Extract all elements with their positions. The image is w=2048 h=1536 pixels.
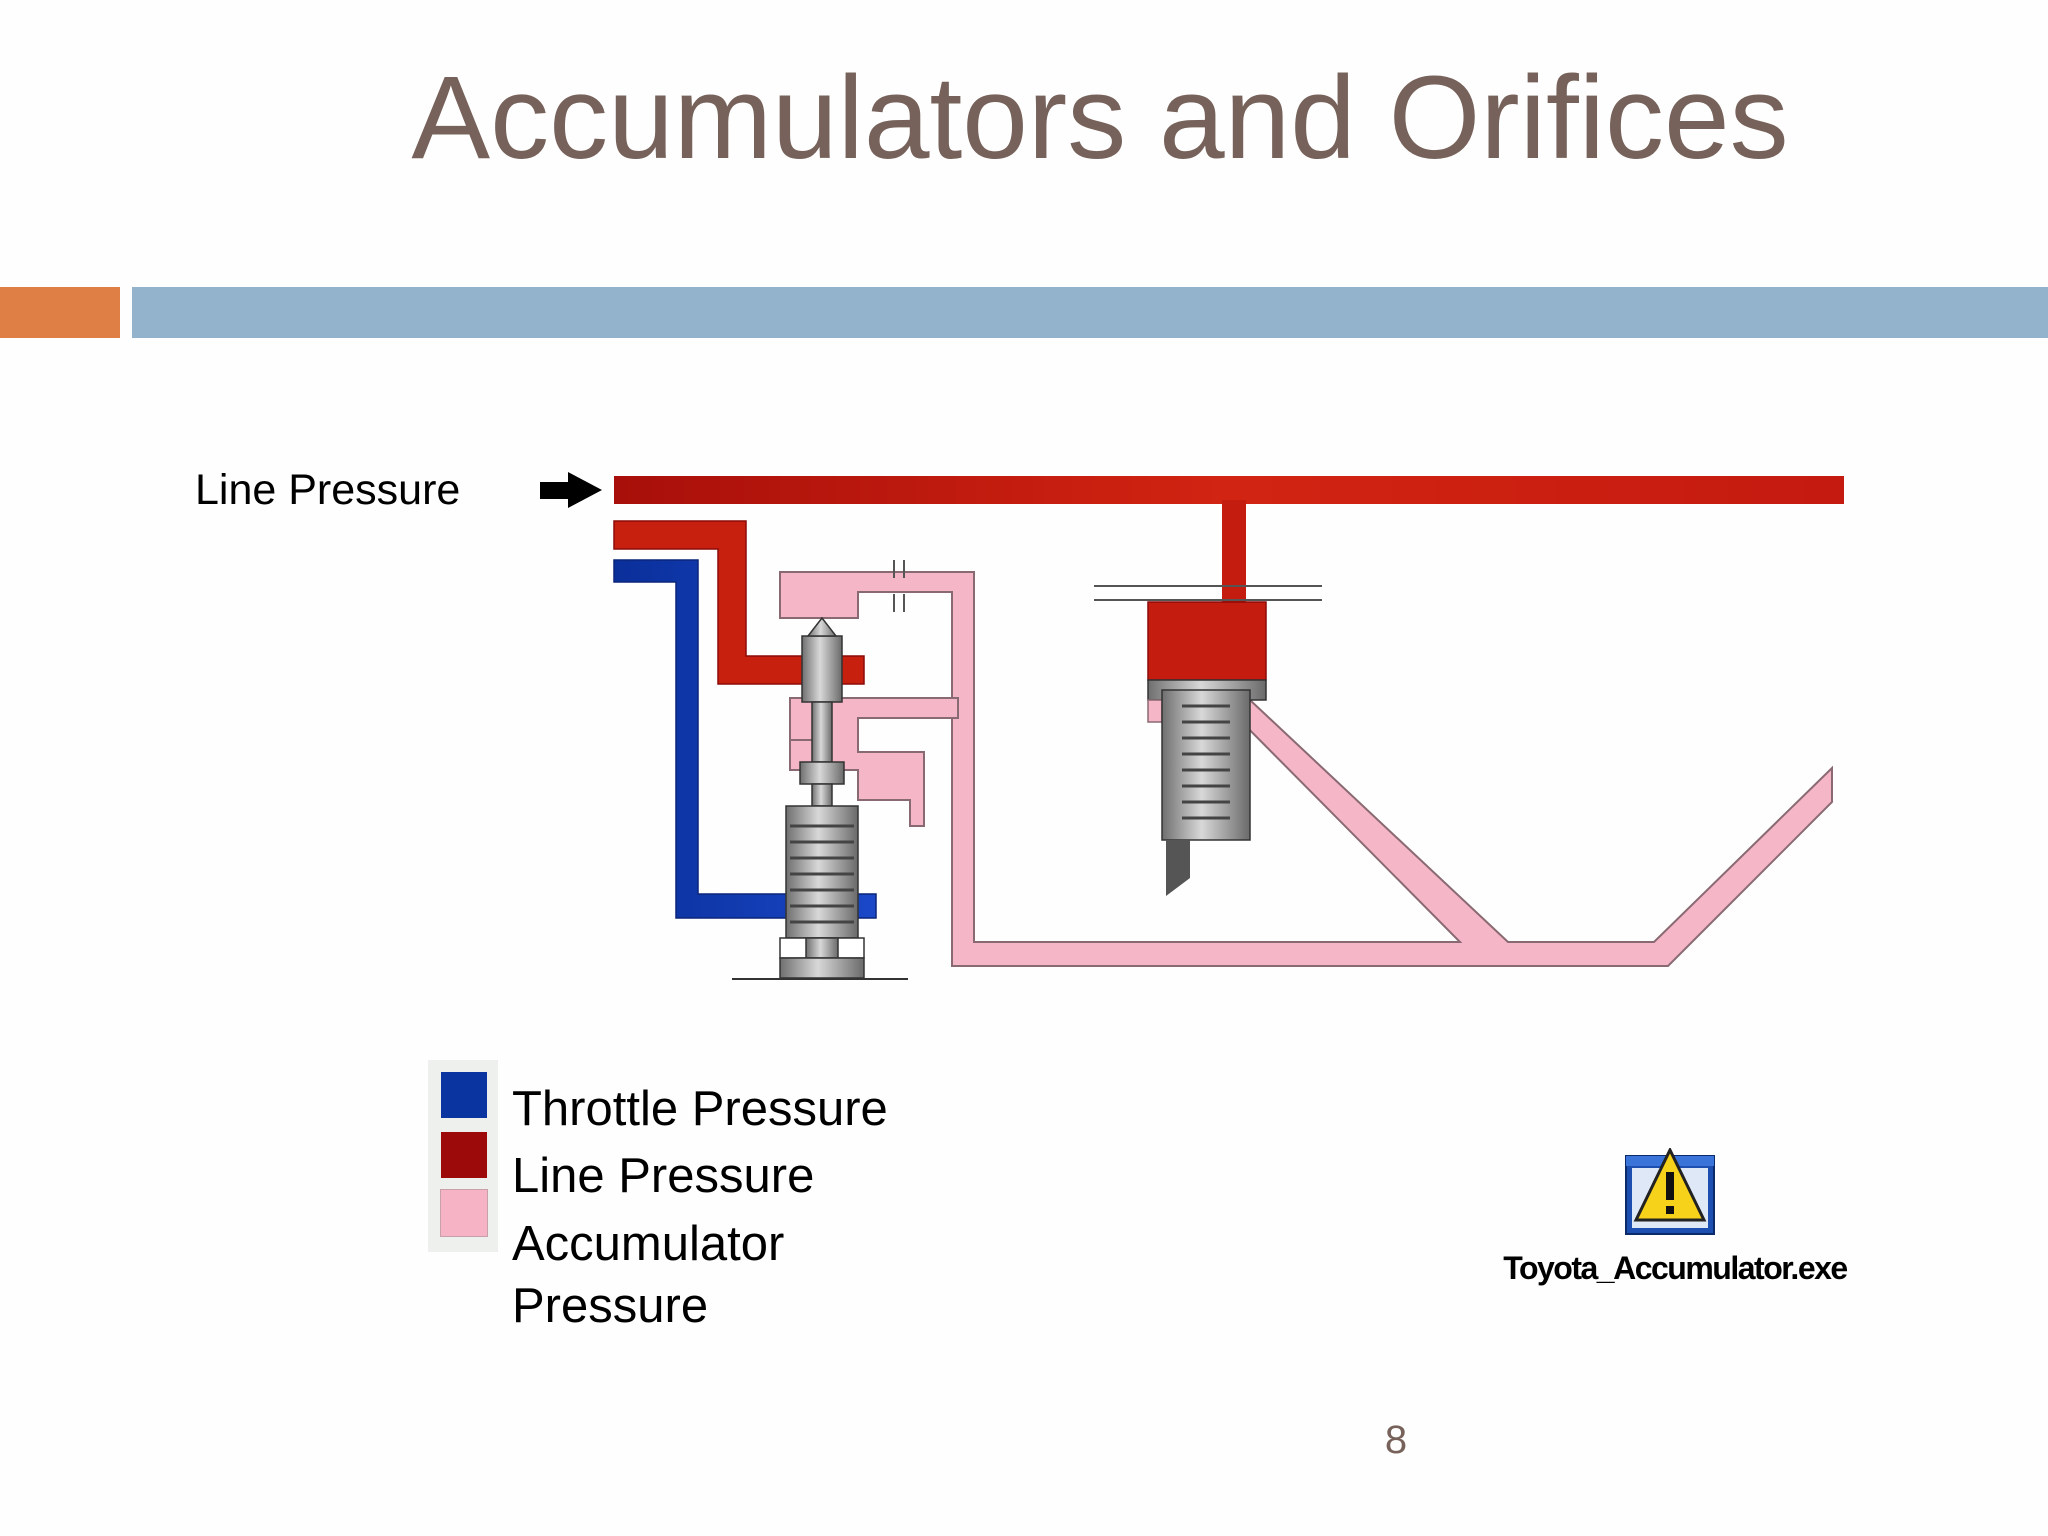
accumulator-diagram [540, 472, 1844, 980]
accumulator-pressure-swatch [440, 1189, 488, 1237]
throttle-pressure-line [613, 559, 877, 919]
line-pressure-label: Line Pressure [195, 466, 461, 514]
accent-bar [0, 287, 120, 338]
header-bar [132, 287, 2048, 338]
regulator-valve [732, 616, 908, 980]
legend-label-accumulator: Accumulator [512, 1217, 785, 1271]
arrow-right-icon [540, 472, 602, 508]
line-pressure-swatch [441, 1132, 487, 1178]
line-pressure-branch [613, 520, 865, 685]
legend-label-pressure: Pressure [512, 1279, 709, 1333]
line-pressure-rail [614, 476, 1844, 504]
legend-label-line: Line Pressure [512, 1149, 815, 1203]
file-link-label[interactable]: Toyota_Accumulator.exe [1503, 1250, 1848, 1286]
page-number: 8 [1384, 1418, 1408, 1462]
throttle-pressure-swatch [441, 1072, 487, 1118]
orifice-symbol [893, 560, 905, 612]
warning-icon[interactable] [1620, 1148, 1720, 1240]
legend-label-throttle: Throttle Pressure [512, 1082, 888, 1136]
accumulator-pressure-passages [779, 571, 1833, 967]
slide-title: Accumulators and Orifices [411, 52, 1789, 184]
accumulator-piston [1094, 585, 1322, 896]
